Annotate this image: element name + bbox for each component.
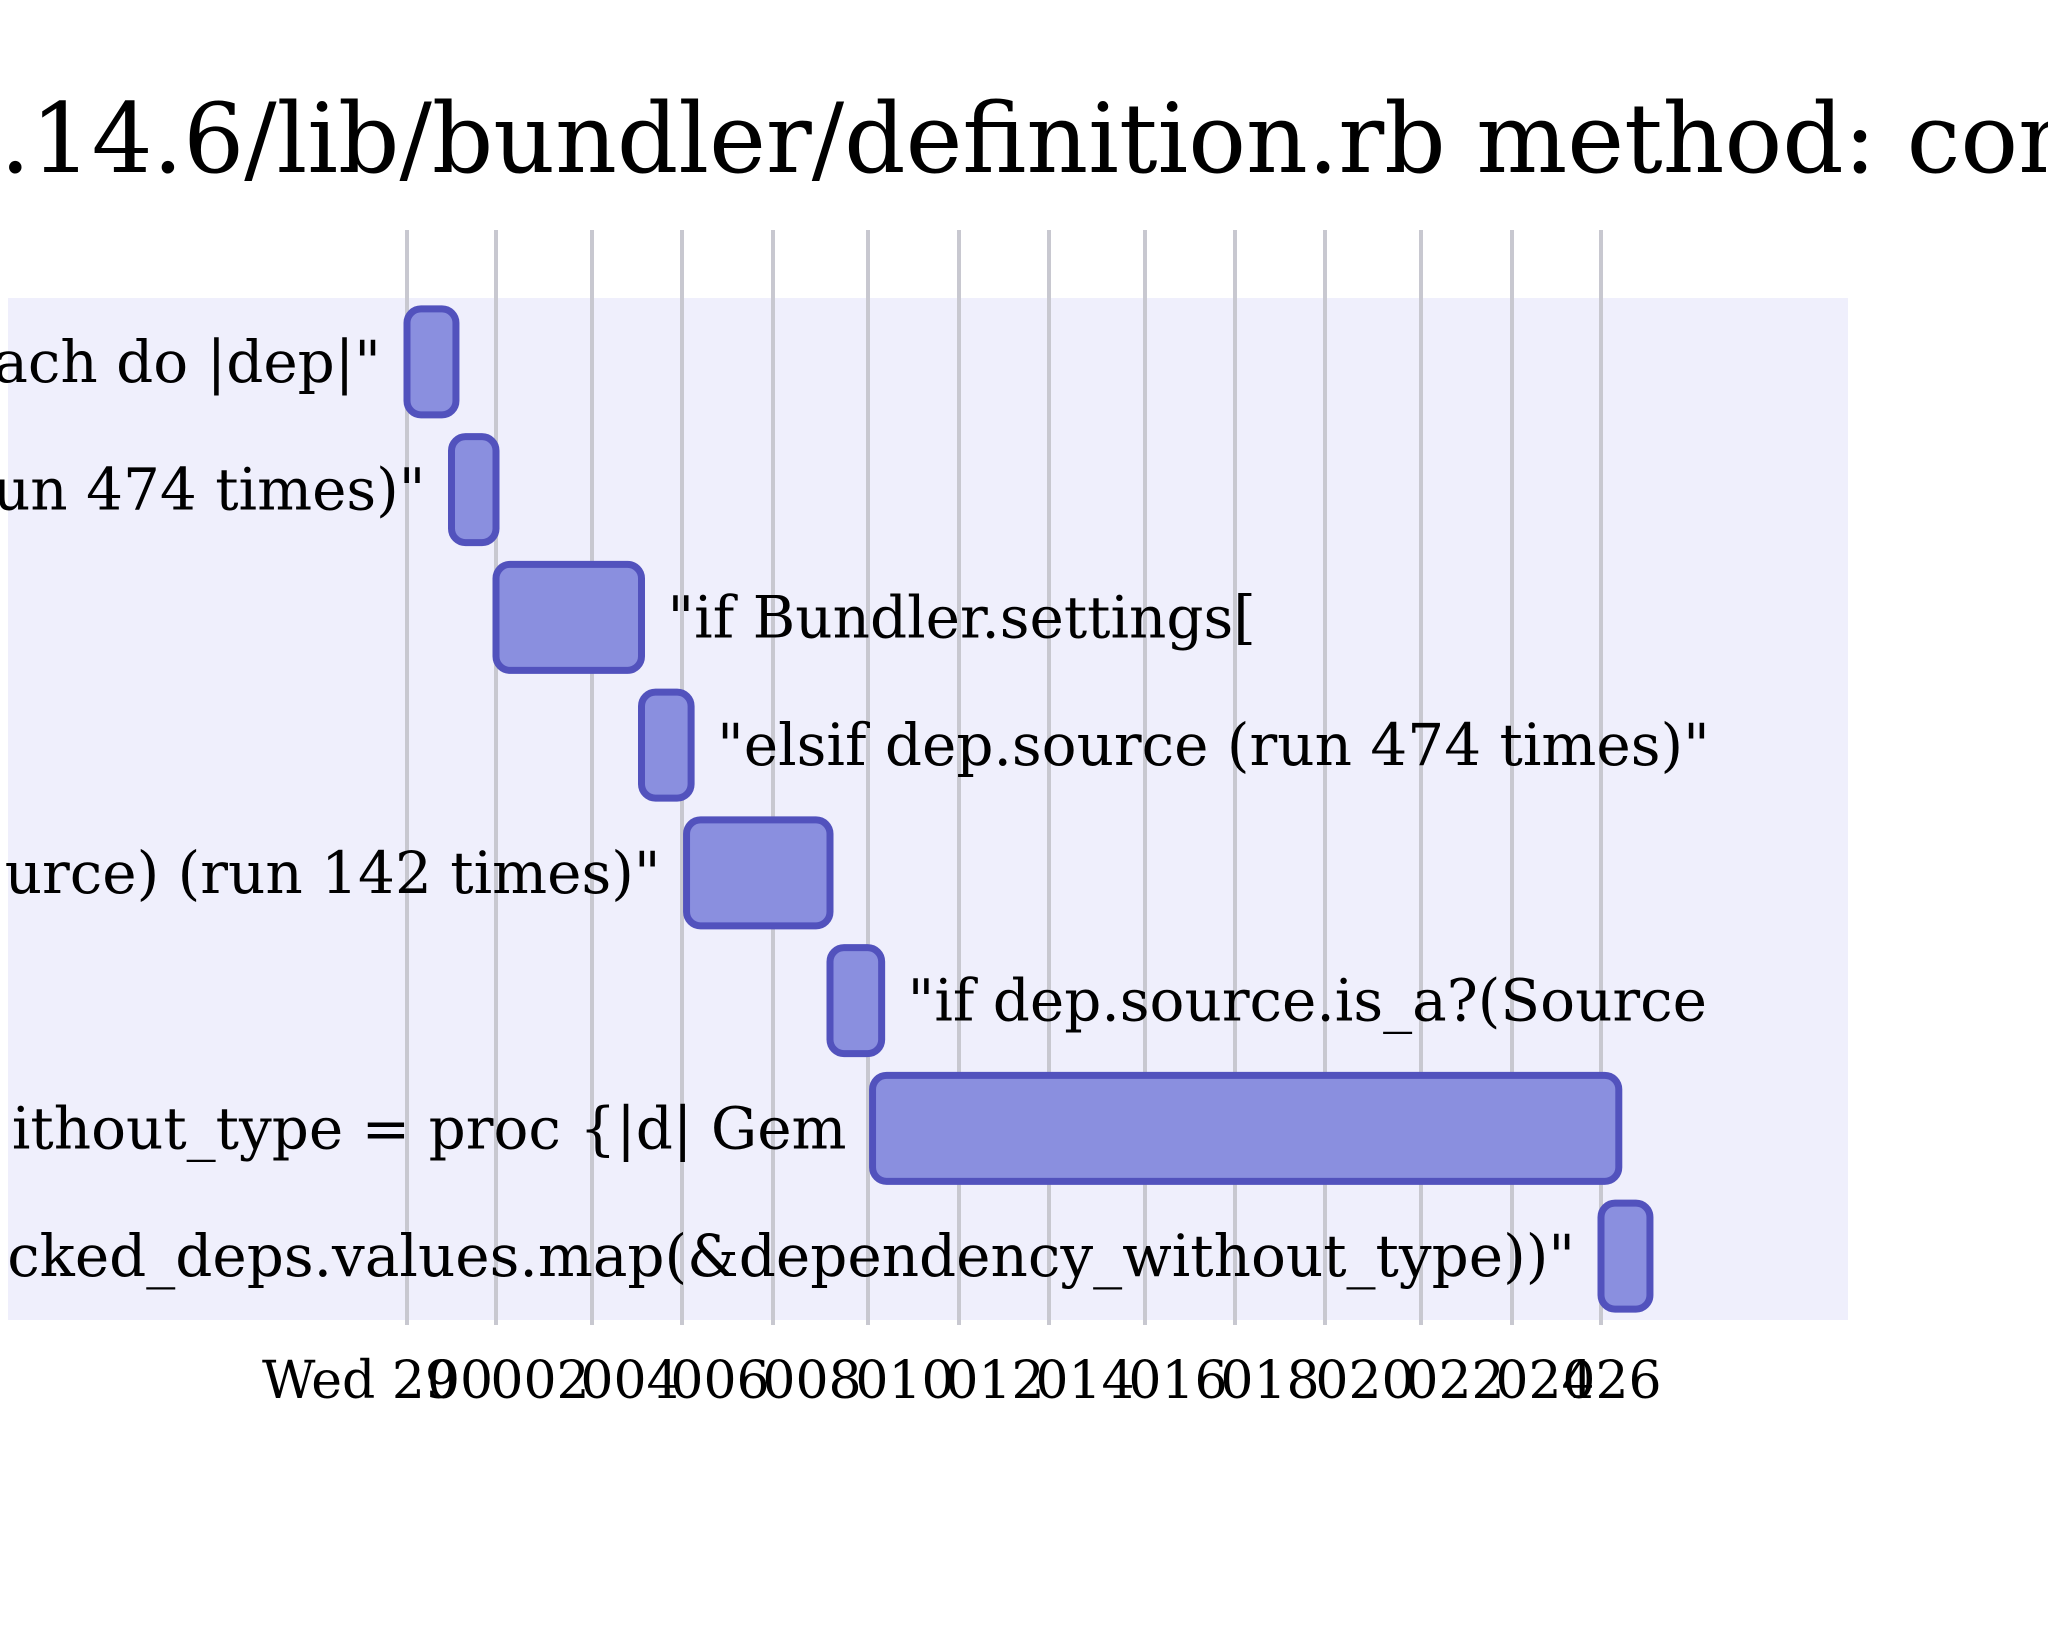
task-label: "if dep.source.is_a?(Source bbox=[908, 967, 1707, 1035]
tick-label: 012 bbox=[945, 1351, 1044, 1411]
tick-label: 006 bbox=[670, 1351, 769, 1411]
chart-title: .14.6/lib/bundler/definition.rb method: … bbox=[0, 83, 2048, 195]
tick-label: 010 bbox=[855, 1351, 954, 1411]
task-labels: ach do |dep|" un 474 times)" "if Bundler.s… bbox=[0, 328, 1710, 1290]
tick-label: 004 bbox=[580, 1351, 679, 1411]
task-bar bbox=[869, 1071, 1623, 1185]
tick-label: 018 bbox=[1220, 1351, 1319, 1411]
tick-label: 008 bbox=[762, 1351, 861, 1411]
task-bar bbox=[448, 433, 500, 547]
tick-label: 022 bbox=[1405, 1351, 1504, 1411]
task-bar bbox=[492, 560, 645, 674]
tick-label: 016 bbox=[1128, 1351, 1227, 1411]
task-bar bbox=[1597, 1199, 1654, 1313]
task-label: urce) (run 142 times)" bbox=[5, 839, 661, 907]
task-label: cked_deps.values.map(&dependency_without… bbox=[7, 1222, 1575, 1290]
task-label: "elsif dep.source (run 474 times)" bbox=[717, 711, 1710, 779]
task-bar bbox=[826, 944, 886, 1058]
tick-label: 00 bbox=[427, 1351, 493, 1411]
tick-label: 024 bbox=[1495, 1351, 1594, 1411]
task-bar bbox=[403, 305, 460, 419]
tick-label: 002 bbox=[490, 1351, 589, 1411]
task-bars bbox=[403, 305, 1654, 1313]
task-bar bbox=[683, 816, 834, 930]
task-label: ithout_type = proc {|d| Gem bbox=[12, 1094, 847, 1162]
tick-label: 026 bbox=[1562, 1351, 1661, 1411]
task-bar bbox=[638, 688, 695, 802]
tick-label: 014 bbox=[1035, 1351, 1134, 1411]
task-label: un 474 times)" bbox=[0, 456, 426, 524]
task-label: ach do |dep|" bbox=[0, 328, 381, 396]
task-label: "if Bundler.settings[ bbox=[668, 583, 1256, 651]
tick-label: Wed 29 bbox=[262, 1351, 458, 1411]
tick-label: 020 bbox=[1315, 1351, 1414, 1411]
x-axis-ticks: Wed 290000200400600801001201401601802002… bbox=[262, 1351, 1662, 1411]
